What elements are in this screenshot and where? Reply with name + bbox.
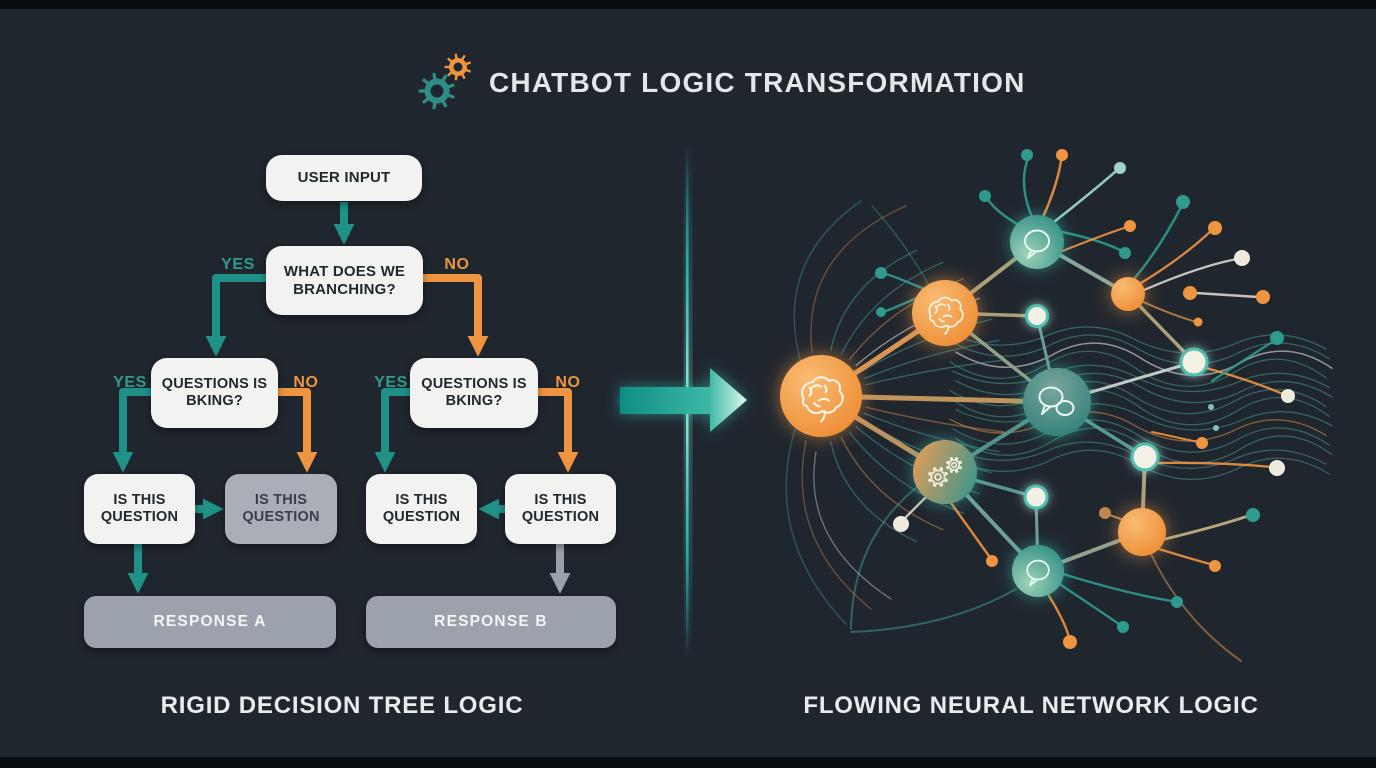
top-letterbox-bar xyxy=(0,0,1376,9)
transform-arrow-icon xyxy=(620,368,747,432)
brain-icon xyxy=(928,296,964,335)
node-input-brain xyxy=(780,355,862,437)
node-hub-orange-lower xyxy=(1118,508,1166,556)
node-chat-center xyxy=(1023,368,1091,436)
branch-label-no: NO xyxy=(293,374,319,391)
flow-box-response-b: RESPONSE B xyxy=(366,596,616,648)
left-caption: RIGID DECISION TREE LOGIC xyxy=(160,692,524,719)
flow-wave-lines xyxy=(949,326,1333,481)
node-brain-upper xyxy=(912,280,978,346)
node-relay-right xyxy=(1179,347,1209,377)
branch-label-no: NO xyxy=(555,374,581,391)
node-relay-1 xyxy=(1025,304,1049,328)
endpoint-dots xyxy=(875,149,1295,649)
node-chat-top xyxy=(1010,215,1064,269)
flow-box-subquestion-right: QUESTIONS IS BKING? xyxy=(410,358,538,428)
node-relay-3 xyxy=(1130,442,1160,472)
flow-box-leaf-2: IS THIS QUESTION xyxy=(225,474,337,544)
neuron-nodes xyxy=(780,215,1209,597)
node-chat-bottom xyxy=(1012,545,1064,597)
chat-bubble-icon xyxy=(1026,559,1050,587)
page-title: CHATBOT LOGIC TRANSFORMATION xyxy=(489,67,1026,98)
chat-bubbles-icon xyxy=(1038,386,1075,416)
flowchart-arrows xyxy=(112,202,579,594)
gears-icon xyxy=(418,53,471,110)
center-divider-and-arrow xyxy=(620,145,747,657)
flow-box-leaf-3: IS THIS QUESTION xyxy=(366,474,477,544)
branch-label-yes: YES xyxy=(221,256,255,273)
neural-network-illustration xyxy=(780,149,1333,662)
branch-label-yes: YES xyxy=(374,374,408,391)
gears-icon xyxy=(928,457,962,487)
connector-curves xyxy=(785,159,1285,662)
brain-icon xyxy=(801,376,844,423)
branch-label-no: NO xyxy=(444,256,470,273)
node-hub-orange-upper xyxy=(1111,277,1145,311)
flow-box-response-a: RESPONSE A xyxy=(84,596,336,648)
flow-box-user-input: USER INPUT xyxy=(266,155,422,201)
branch-label-yes: YES xyxy=(113,374,147,391)
flow-box-subquestion-left: QUESTIONS IS BKING? xyxy=(151,358,278,428)
chat-bubble-icon xyxy=(1024,229,1050,259)
flow-box-leaf-4: IS THIS QUESTION xyxy=(505,474,616,544)
right-caption: FLOWING NEURAL NETWORK LOGIC xyxy=(803,692,1259,719)
bottom-letterbox-bar xyxy=(0,757,1376,768)
node-relay-2 xyxy=(1023,484,1049,510)
flow-box-leaf-1: IS THIS QUESTION xyxy=(84,474,195,544)
node-gears xyxy=(913,440,977,504)
flow-box-branch-question: WHAT DOES WE BRANCHING? xyxy=(266,246,423,315)
